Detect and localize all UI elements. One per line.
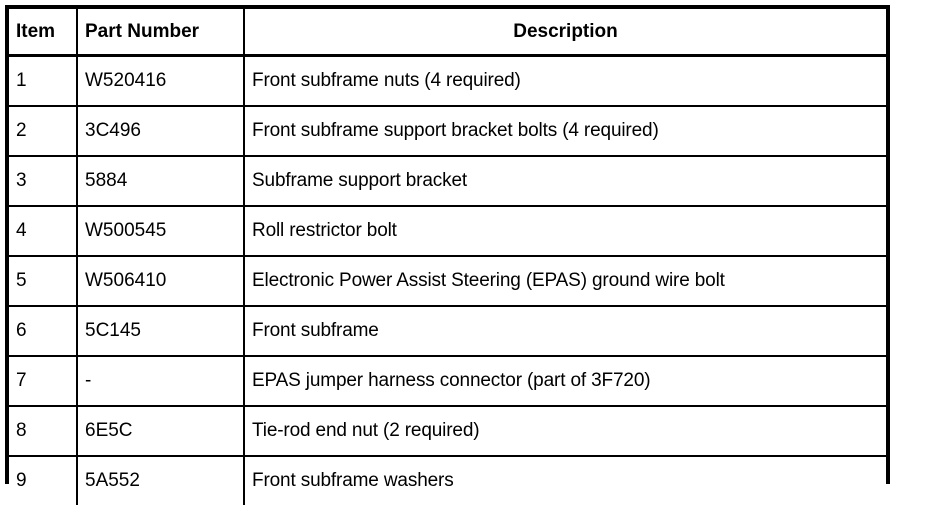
table-header-row: Item Part Number Description (9, 9, 886, 56)
parts-table-container: Item Part Number Description 1 W520416 F… (5, 5, 890, 484)
cell-part-number: 5A552 (77, 456, 244, 505)
cell-part-number: 3C496 (77, 106, 244, 156)
cell-item: 5 (9, 256, 77, 306)
cell-part-number: 6E5C (77, 406, 244, 456)
table-row: 3 5884 Subframe support bracket (9, 156, 886, 206)
column-header-description: Description (244, 9, 886, 56)
cell-part-number: - (77, 356, 244, 406)
cell-item: 1 (9, 56, 77, 107)
cell-part-number: W506410 (77, 256, 244, 306)
cell-item: 4 (9, 206, 77, 256)
table-row: 2 3C496 Front subframe support bracket b… (9, 106, 886, 156)
cell-description: Front subframe washers (244, 456, 886, 505)
cell-item: 8 (9, 406, 77, 456)
cell-part-number: W520416 (77, 56, 244, 107)
table-row: 1 W520416 Front subframe nuts (4 require… (9, 56, 886, 107)
cell-part-number: W500545 (77, 206, 244, 256)
table-row: 5 W506410 Electronic Power Assist Steeri… (9, 256, 886, 306)
cell-part-number: 5C145 (77, 306, 244, 356)
column-header-part-number: Part Number (77, 9, 244, 56)
cell-item: 2 (9, 106, 77, 156)
table-row: 8 6E5C Tie-rod end nut (2 required) (9, 406, 886, 456)
table-header: Item Part Number Description (9, 9, 886, 56)
table-row: 4 W500545 Roll restrictor bolt (9, 206, 886, 256)
cell-description: Subframe support bracket (244, 156, 886, 206)
cell-item: 6 (9, 306, 77, 356)
cell-item: 7 (9, 356, 77, 406)
cell-description: Front subframe support bracket bolts (4 … (244, 106, 886, 156)
cell-description: Electronic Power Assist Steering (EPAS) … (244, 256, 886, 306)
table-row: 6 5C145 Front subframe (9, 306, 886, 356)
cell-description: Roll restrictor bolt (244, 206, 886, 256)
table-body: 1 W520416 Front subframe nuts (4 require… (9, 56, 886, 505)
column-header-item: Item (9, 9, 77, 56)
parts-legend-table: Item Part Number Description 1 W520416 F… (9, 9, 886, 505)
cell-item: 9 (9, 456, 77, 505)
cell-item: 3 (9, 156, 77, 206)
table-row: 7 - EPAS jumper harness connector (part … (9, 356, 886, 406)
cell-description: Front subframe (244, 306, 886, 356)
cell-description: Tie-rod end nut (2 required) (244, 406, 886, 456)
table-row: 9 5A552 Front subframe washers (9, 456, 886, 505)
cell-description: EPAS jumper harness connector (part of 3… (244, 356, 886, 406)
cell-part-number: 5884 (77, 156, 244, 206)
cell-description: Front subframe nuts (4 required) (244, 56, 886, 107)
